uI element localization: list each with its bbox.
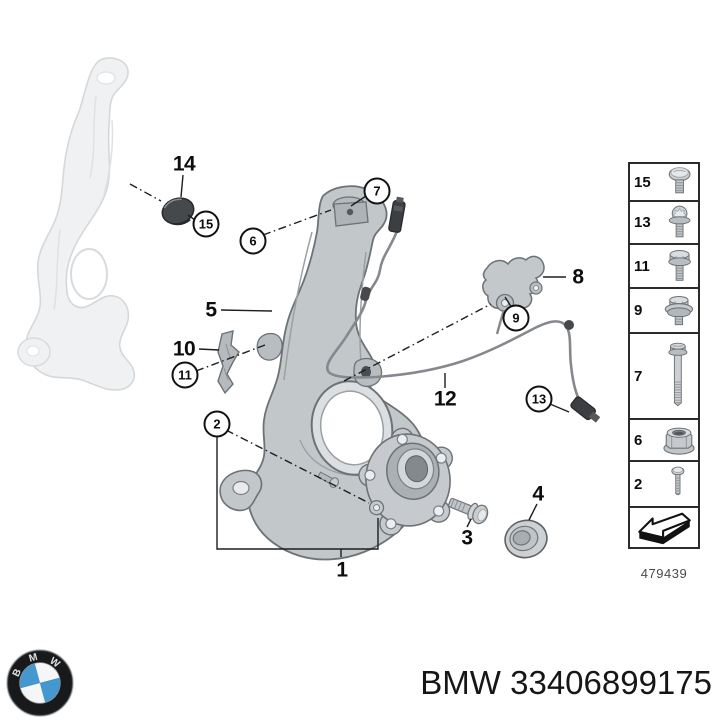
hex-flange-bolt-icon	[658, 246, 696, 287]
fastener-legend-table: 15 13	[628, 162, 700, 549]
svg-text:B: B	[11, 667, 24, 678]
sensor-connector	[388, 196, 406, 233]
legend-row-9: 9	[628, 287, 700, 334]
rubber-cap	[161, 197, 195, 226]
sensor-cable	[325, 196, 601, 423]
ghost-knuckle	[17, 57, 136, 391]
legend-row-arrow	[628, 506, 700, 549]
callout-5: 5	[205, 298, 217, 322]
callout-14: 14	[172, 152, 196, 176]
flange-nut-icon	[658, 420, 700, 460]
bmw-logo: B M W	[6, 649, 74, 717]
callout-6-circled: 6	[239, 227, 267, 255]
callout-11-circled: 11	[171, 361, 199, 389]
legend-row-11: 11	[628, 243, 700, 289]
legend-row-7: 7	[628, 332, 700, 420]
callout-10: 10	[172, 337, 196, 361]
callout-13-circled: 13	[525, 385, 553, 413]
callout-4: 4	[532, 482, 544, 506]
callout-2-circled: 2	[203, 410, 231, 438]
legend-row-6: 6	[628, 418, 700, 462]
legend-number: 7	[634, 367, 643, 385]
callout-7-circled: 7	[363, 177, 391, 205]
cable-grommet	[564, 320, 574, 330]
hex-flange-bolt-short-icon	[658, 290, 698, 332]
legend-row-13: 13	[628, 200, 700, 245]
cable-bracket	[482, 255, 545, 314]
legend-row-15: 15	[628, 162, 700, 202]
sensor-head	[570, 396, 601, 423]
group-bracket-1	[216, 436, 379, 550]
callout-9-circled: 9	[502, 304, 530, 332]
wheel-bearing-hub	[358, 427, 453, 536]
callout-1: 1	[336, 558, 348, 582]
callout-3: 3	[461, 526, 473, 550]
hub-bolt	[447, 497, 489, 525]
legend-number: 11	[634, 257, 650, 275]
legend-number: 2	[634, 475, 643, 493]
part-number-title: BMW 33406899175	[420, 664, 712, 701]
direction-of-travel-arrow-icon	[634, 508, 696, 548]
dust-cap	[504, 519, 548, 559]
bmw-logo-quadrants	[19, 662, 61, 704]
legend-row-2: 2	[628, 460, 700, 508]
callout-8: 8	[572, 265, 584, 289]
long-hex-flange-bolt-icon	[658, 335, 696, 417]
legend-number: 9	[634, 302, 643, 319]
diagram-number: 479439	[640, 566, 688, 581]
legend-number: 6	[634, 431, 643, 449]
svg-text:M: M	[28, 652, 39, 665]
callout-12: 12	[433, 387, 457, 411]
callout-15-circled: 15	[192, 210, 220, 238]
hose-holder	[217, 330, 240, 395]
leader-lines-dashdot	[129, 183, 492, 504]
pan-head-screw-icon	[658, 165, 696, 199]
legend-number: 15	[634, 173, 651, 191]
small-pan-head-screw-icon	[658, 462, 696, 506]
pinch-bolt-hole	[346, 208, 354, 216]
hub-screw	[317, 471, 339, 488]
legend-number: 13	[634, 214, 651, 231]
torx-flange-bolt-icon	[658, 203, 696, 243]
